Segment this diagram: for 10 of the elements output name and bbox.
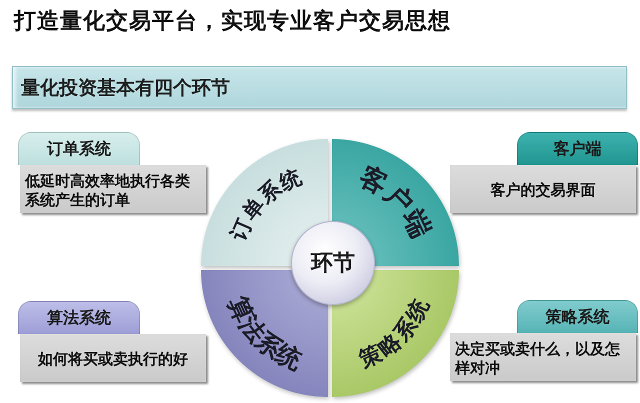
description-panel: 决定买或卖什么，以及怎样对冲 <box>450 333 636 381</box>
section-banner: 量化投资基本有四个环节 <box>12 66 627 109</box>
section-tab: 算法系统 <box>18 301 140 334</box>
section-tab: 订单系统 <box>18 132 140 165</box>
description-panel: 如何将买或卖执行的好 <box>20 334 206 382</box>
description-panel: 客户的交易界面 <box>450 165 636 213</box>
section-tab: 策略系统 <box>517 300 638 333</box>
section-tab: 客户端 <box>517 132 638 165</box>
page-title: 打造量化交易平台，实现专业客户交易思想 <box>14 8 451 36</box>
description-panel: 低延时高效率地执行各类系统产生的订单 <box>20 165 206 213</box>
